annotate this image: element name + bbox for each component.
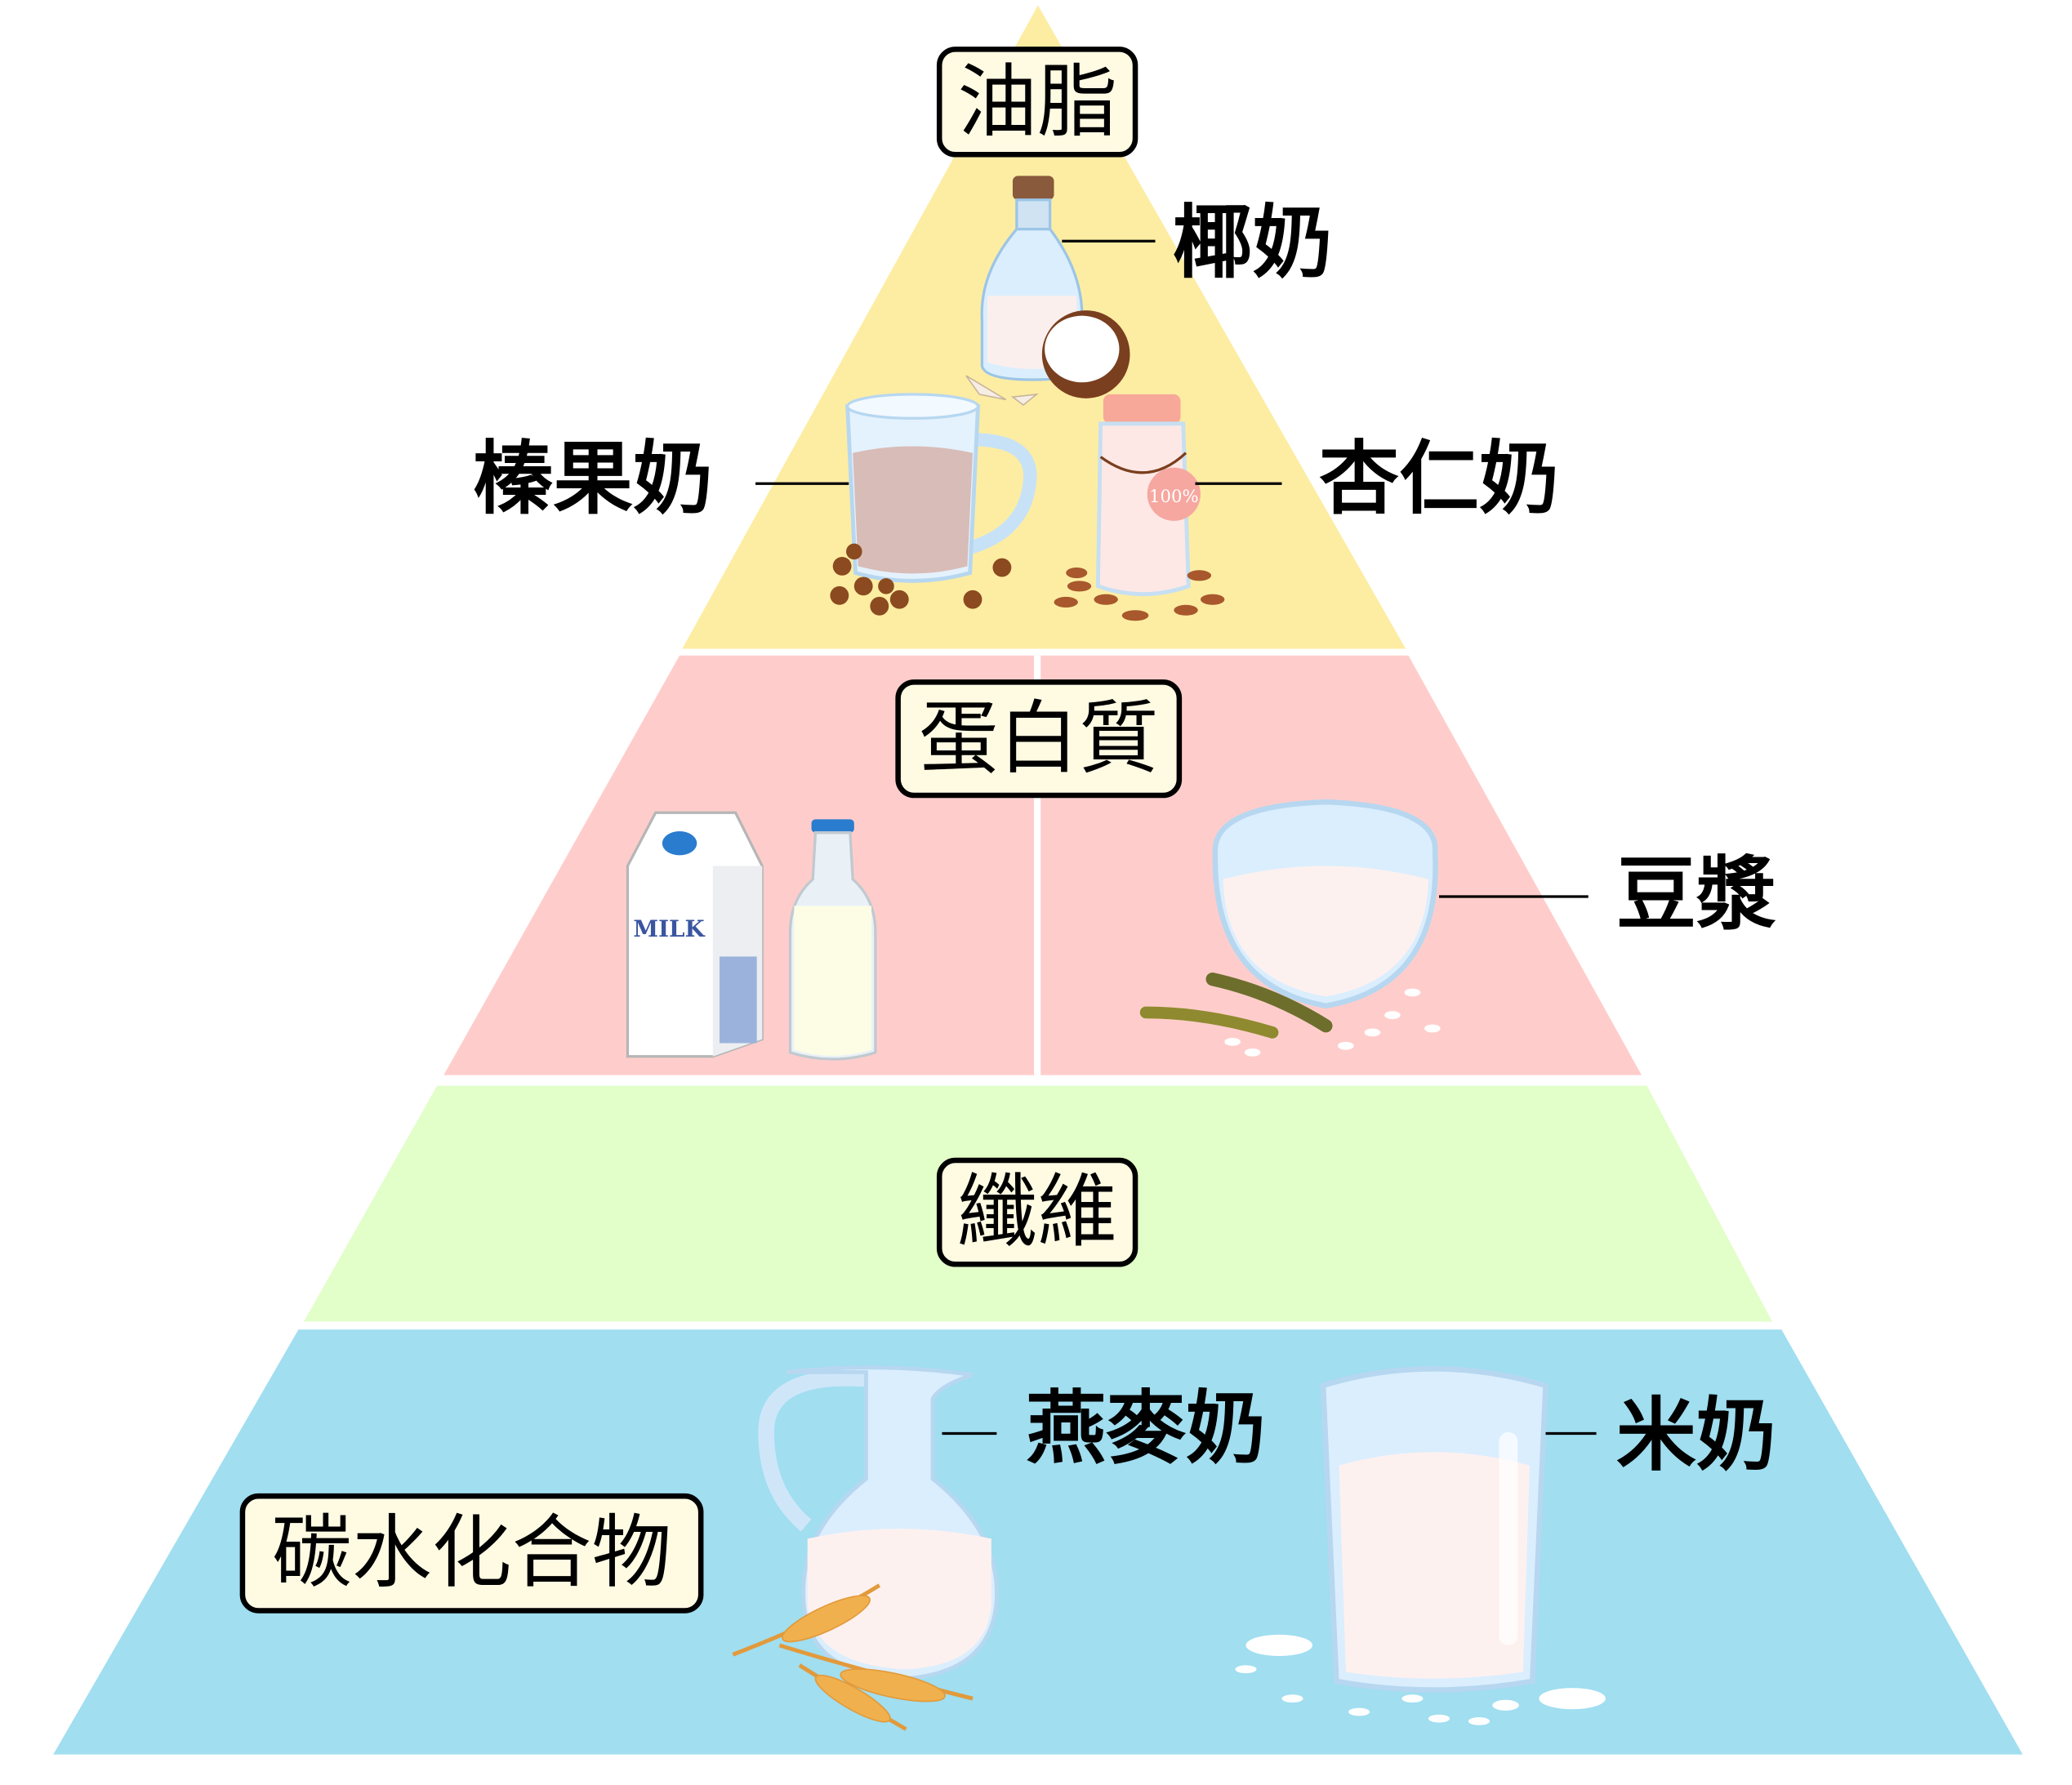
wheat-icon [732, 1583, 974, 1731]
label-hazelnut-milk: 榛果奶 [473, 433, 713, 527]
label-soy-milk: 豆漿 [1616, 848, 1776, 942]
label-oat-milk: 燕麥奶 [1026, 1382, 1266, 1476]
protein-divider [1034, 655, 1041, 1075]
label-coconut-milk: 椰奶 [1172, 197, 1333, 291]
almond-tag-text: 100% [1149, 486, 1199, 506]
milk-carton-text: MILK [633, 915, 705, 942]
tier-label-carbs: 碳水化合物 [239, 1493, 704, 1614]
tier-label-fiber: 纖維 [936, 1157, 1138, 1267]
tier-label-fats: 油脂 [936, 47, 1138, 158]
rice-milk-glass-icon [1320, 1366, 1548, 1693]
coconut-icon [965, 310, 1130, 407]
leader-line [1545, 1431, 1597, 1436]
soy-milk-glass-icon [1212, 799, 1438, 1009]
leader-line [1439, 895, 1589, 898]
rice-grains-icon [1235, 1634, 1606, 1725]
leader-line [1062, 239, 1156, 243]
almond-milk-bottle-icon: 100% [1095, 394, 1201, 597]
milk-carton-icon: MILK [626, 811, 764, 1058]
leader-line [1195, 482, 1282, 485]
hazelnut-milk-mug-icon [845, 393, 1037, 583]
milk-bottle-icon [788, 819, 877, 1061]
hazelnuts-icon [830, 543, 1012, 616]
leader-line [755, 482, 849, 485]
soybeans-icon [1139, 972, 1441, 1057]
almonds-icon [1054, 568, 1225, 621]
leader-line [942, 1431, 997, 1436]
label-rice-milk: 米奶 [1616, 1389, 1776, 1483]
tier-label-protein: 蛋白質 [895, 679, 1183, 799]
label-almond-milk: 杏仁奶 [1319, 433, 1559, 527]
